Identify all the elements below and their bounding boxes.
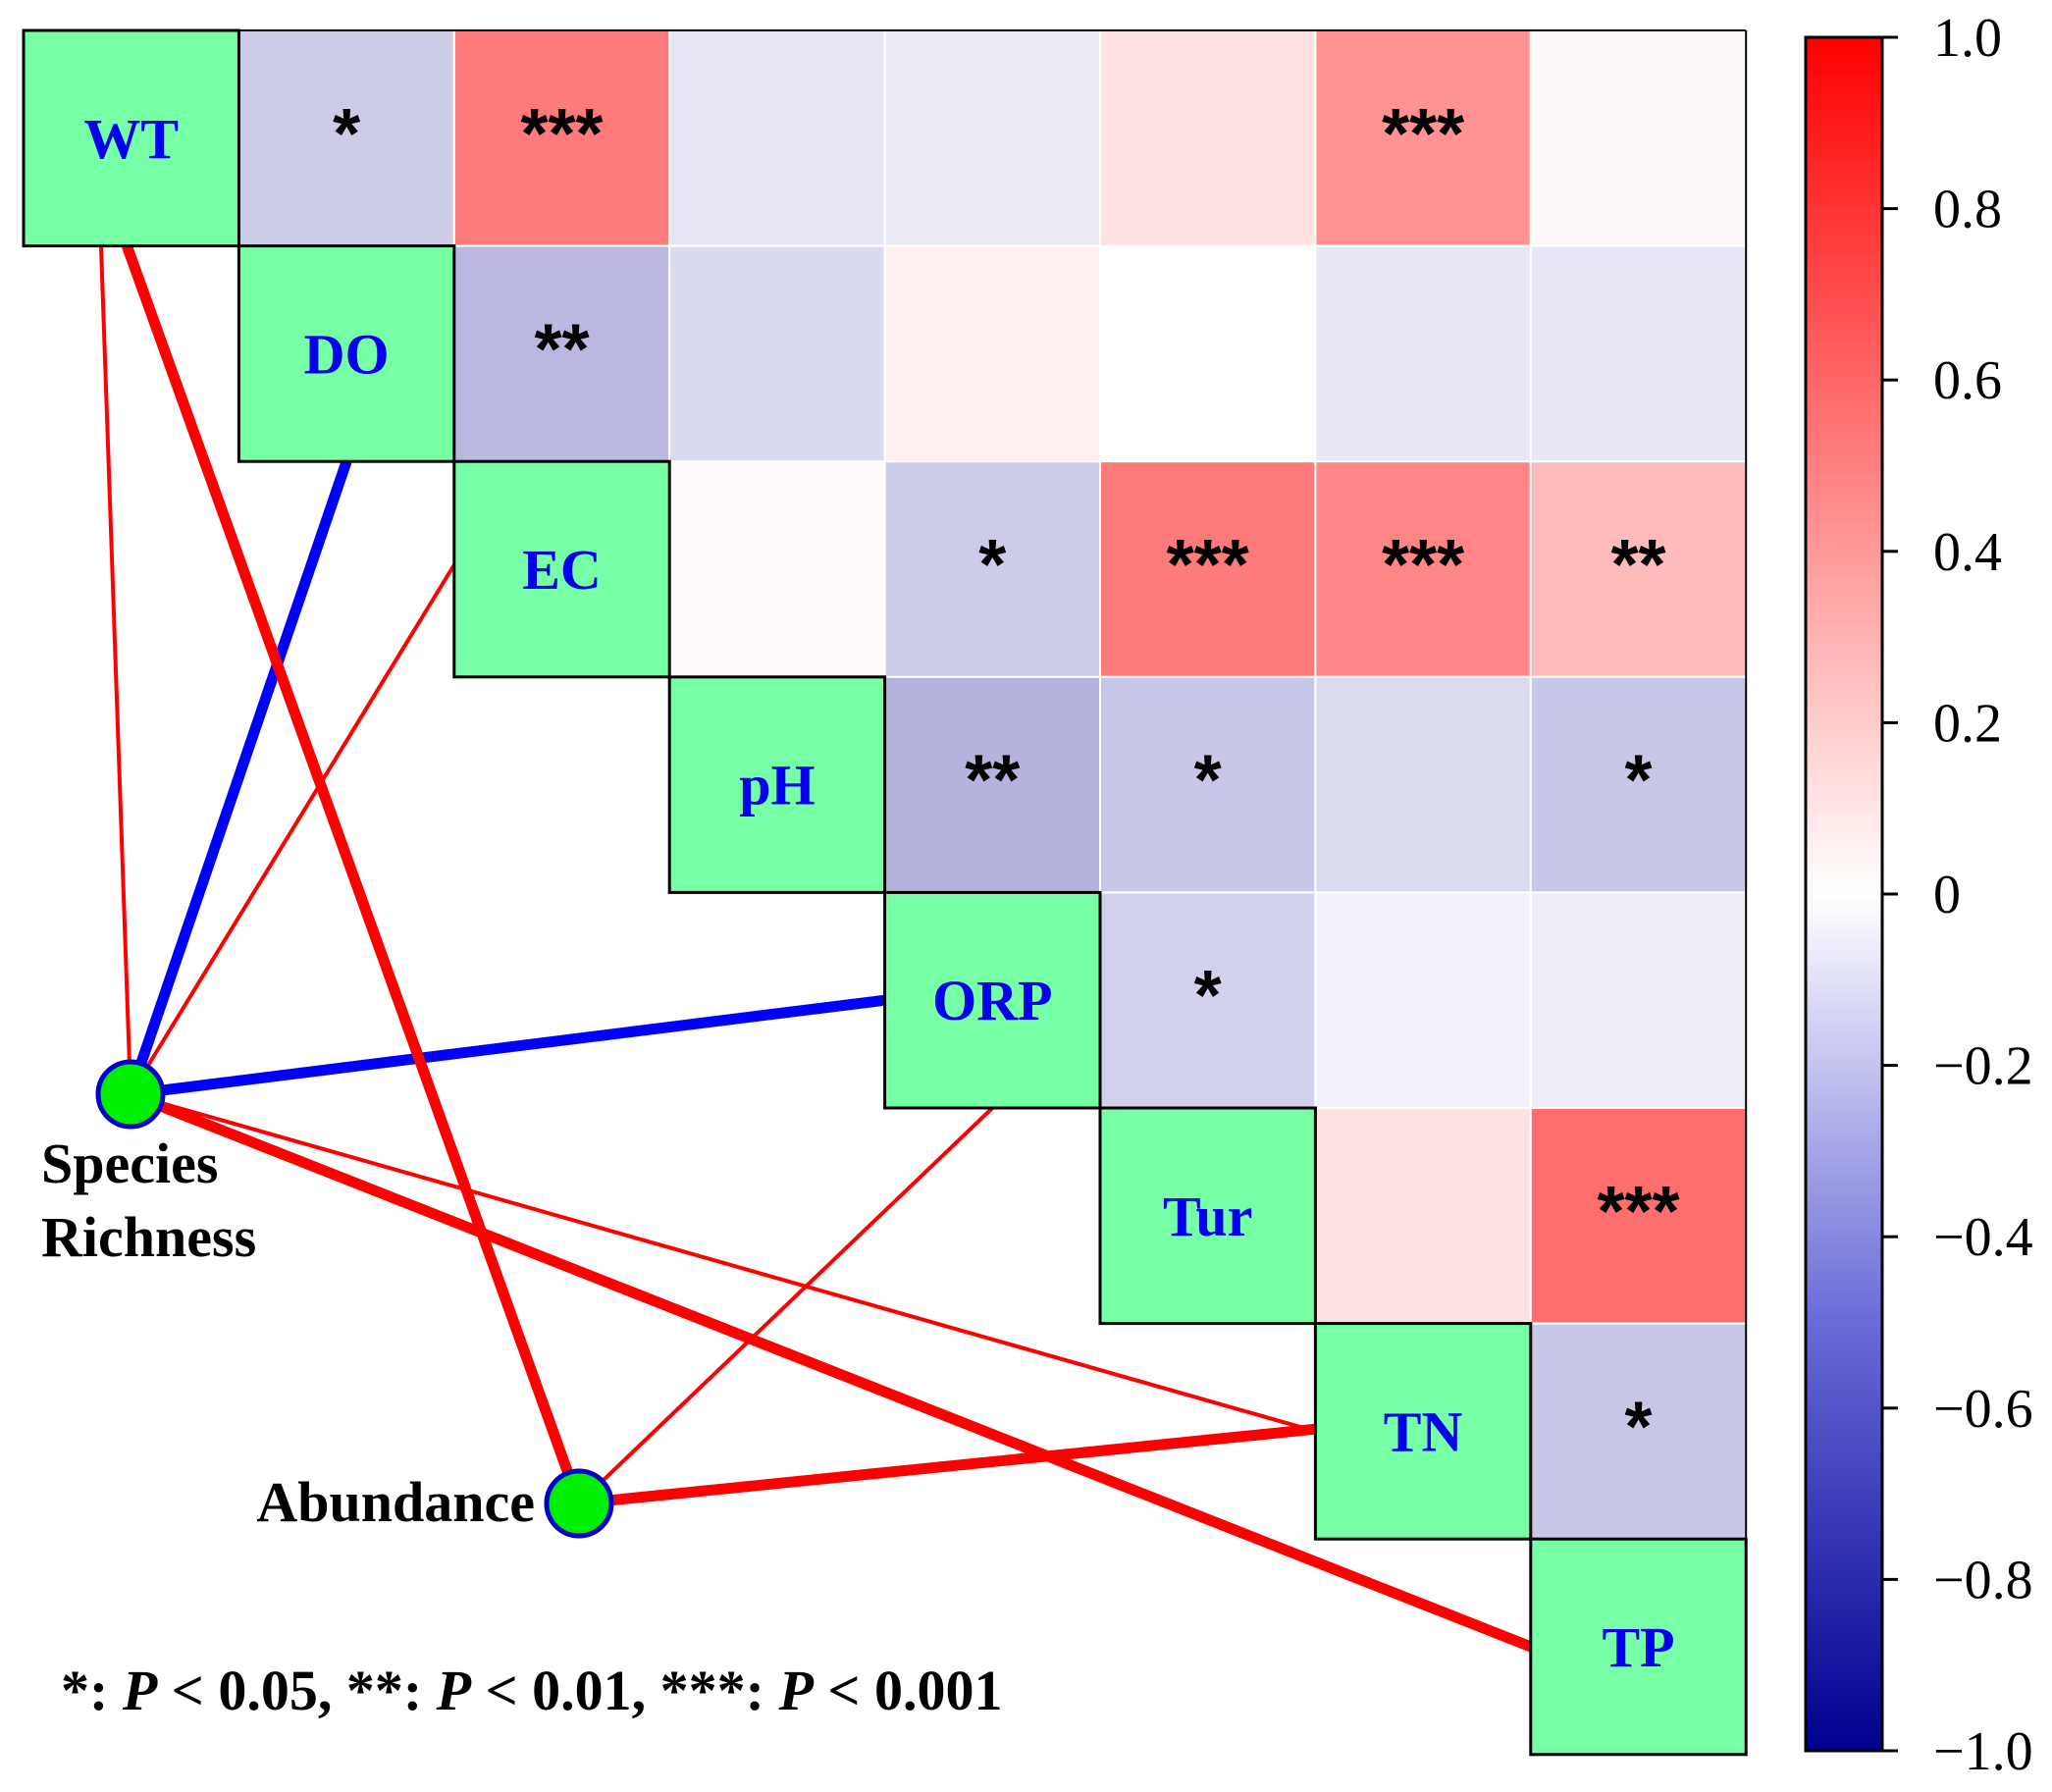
colorbar-tick-label-6: −0.2: [1933, 1036, 2033, 1097]
significance-mark-WT-DO: *: [333, 95, 360, 174]
significance-mark-pH-Tur: *: [1194, 742, 1222, 820]
variable-box-pH: [667, 675, 887, 894]
heatmap-cells: ***************************: [24, 29, 1748, 1755]
node-label-abundance-0: Abundance: [256, 1470, 535, 1534]
colorbar-tick-label-1: 0.8: [1933, 180, 2002, 240]
significance-mark-WT-TN: ***: [1382, 95, 1464, 174]
colorbar-tick-label-7: −0.4: [1933, 1207, 2033, 1268]
heatmap-cell-pH-TP: [1529, 675, 1748, 894]
heatmap-cell-EC-TP: [1529, 460, 1748, 678]
variable-box-WT: [22, 28, 240, 248]
colorbar-tick-label-4: 0.2: [1933, 693, 2002, 754]
link-richness-TN: [130, 1092, 1316, 1434]
variable-label-TN: TN: [1384, 1399, 1463, 1463]
significance-note-text: *: P < 0.05, **: P < 0.01, ***: P < 0.00…: [61, 1659, 1002, 1722]
heatmap-cell-pH-Tur: [1099, 675, 1317, 894]
significance-note-part-3: P: [436, 1659, 472, 1722]
significance-mark-Tur-TP: ***: [1597, 1173, 1679, 1251]
significance-note-part-1: P: [122, 1659, 158, 1722]
network-links: [98, 243, 1533, 1653]
variable-label-DO: DO: [304, 322, 390, 386]
significance-note-part-4: < 0.01, ***:: [471, 1659, 778, 1722]
significance-mark-EC-ORP: *: [978, 526, 1006, 605]
significance-mark-WT-EC: ***: [520, 95, 603, 174]
heatmap-cell-WT-EC: [452, 29, 671, 247]
heatmap-cell-pH-ORP: [883, 675, 1101, 894]
colorbar-tick-label-9: −0.8: [1933, 1550, 2033, 1610]
colorbar-gradient: [1804, 35, 1884, 1753]
significance-mark-DO-EC: **: [534, 310, 589, 389]
significance-mark-EC-TN: ***: [1382, 526, 1464, 605]
node-richness: [95, 1059, 166, 1130]
link-richness-EC: [129, 563, 456, 1096]
heatmap-cell-Tur-TP: [1529, 1107, 1748, 1325]
significance-note-part-2: < 0.05, **:: [157, 1659, 436, 1722]
link-richness-ORP: [130, 994, 886, 1100]
significance-mark-pH-ORP: **: [965, 742, 1020, 820]
node-label-richness-0: Species: [41, 1132, 218, 1195]
significance-note-part-0: *:: [61, 1659, 123, 1722]
significance-note: *: P < 0.05, **: P < 0.01, ***: P < 0.00…: [61, 1659, 1002, 1722]
significance-mark-EC-TP: **: [1610, 526, 1665, 605]
link-richness-DO: [125, 459, 352, 1096]
heatmap-cell-WT-Tur: [1099, 29, 1317, 247]
heatmap-cell-DO-pH: [668, 244, 886, 463]
colorbar-tick-label-5: 0: [1933, 865, 1961, 925]
variable-label-ORP: ORP: [932, 969, 1052, 1032]
heatmap-cell-EC-pH: [668, 460, 886, 678]
variable-label-TP: TP: [1602, 1615, 1674, 1679]
link-abundance-ORP: [577, 1106, 994, 1505]
colorbar-tick-label-8: −0.6: [1933, 1379, 2033, 1440]
heatmap-cell-ORP-TP: [1529, 891, 1748, 1110]
significance-mark-ORP-Tur: *: [1194, 957, 1222, 1035]
heatmap-cell-pH-TN: [1314, 675, 1532, 894]
colorbar: 1.0 0.8 0.6 0.4 0.2 0 −0.2 −0.4 −0.6 −0.8 −1.0: [1804, 8, 2033, 1782]
variable-box-EC: [452, 459, 671, 679]
heatmap-cell-DO-EC: [452, 244, 671, 463]
heatmap-cell-DO-Tur: [1099, 244, 1317, 463]
variable-label-EC: EC: [522, 538, 602, 602]
variable-box-TN: [1313, 1322, 1533, 1541]
significance-mark-pH-TP: *: [1624, 742, 1652, 820]
variable-label-pH: pH: [739, 754, 815, 817]
variable-box-TP: [1529, 1537, 1748, 1757]
node-abundance: [544, 1468, 614, 1539]
heatmap-cell-ORP-TN: [1314, 891, 1532, 1110]
heatmap-cell-EC-Tur: [1099, 460, 1317, 678]
heatmap-cell-WT-TN: [1314, 29, 1532, 247]
link-abundance-TN: [578, 1423, 1316, 1509]
colorbar-tick-label-0: 1.0: [1933, 8, 2002, 69]
link-abundance-WT: [122, 243, 585, 1505]
colorbar-tick-label-2: 0.6: [1933, 350, 2002, 411]
link-richness-TP: [128, 1088, 1533, 1653]
variable-box-ORP: [883, 890, 1102, 1110]
heatmap-cell-WT-ORP: [883, 29, 1101, 247]
heatmap-cell-EC-TN: [1314, 460, 1532, 678]
significance-note-part-6: < 0.001: [814, 1659, 1003, 1722]
link-richness-WT: [98, 245, 132, 1095]
node-label-richness-1: Richness: [41, 1205, 256, 1269]
variable-label-Tur: Tur: [1163, 1185, 1252, 1248]
heatmap-cell-DO-TN: [1314, 244, 1532, 463]
heatmap-cell-WT-pH: [668, 29, 886, 247]
heatmap-cell-DO-ORP: [883, 244, 1101, 463]
colorbar-tick-label-10: −1.0: [1933, 1721, 2033, 1782]
significance-mark-EC-Tur: ***: [1167, 526, 1249, 605]
heatmap-cell-EC-ORP: [883, 460, 1101, 678]
heatmap-cell-DO-TP: [1529, 244, 1748, 463]
heatmap-cell-Tur-TN: [1314, 1107, 1532, 1325]
heatmap-cell-WT-TP: [1529, 29, 1748, 247]
variable-label-WT: WT: [83, 107, 179, 171]
significance-note-part-5: P: [777, 1659, 814, 1722]
significance-mark-TN-TP: *: [1624, 1388, 1652, 1466]
variable-box-Tur: [1098, 1106, 1317, 1326]
variable-box-DO: [237, 244, 456, 463]
colorbar-tick-label-3: 0.4: [1933, 522, 2002, 583]
